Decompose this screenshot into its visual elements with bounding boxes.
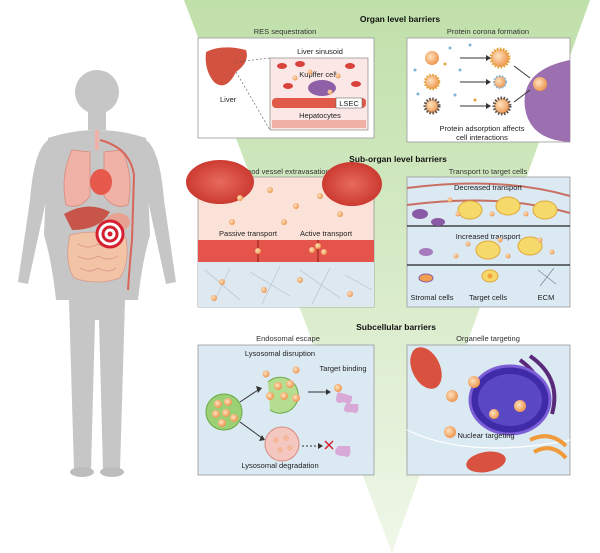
ecm-fibers — [204, 265, 373, 305]
target-bullseye-icon — [95, 219, 125, 249]
stromal-cells-label: Stromal cells — [411, 293, 454, 302]
liver-sinusoid-label: Liver sinusoid — [297, 47, 343, 56]
lysosomal-degradation-label: Lysosomal degradation — [241, 461, 318, 470]
sinusoid-rbcs — [277, 61, 361, 89]
increased-transport-label: Increased transport — [456, 232, 522, 241]
target-panel-nanoparticles — [447, 197, 555, 259]
mitochondrion-bottom — [466, 451, 506, 473]
transport-target-cells-panel: Transport to target cells Decreased tran… — [406, 167, 571, 308]
target-binding-label: Target binding — [319, 364, 366, 373]
lsec-label: LSEC — [339, 99, 359, 108]
suborgan-level-title: Sub-organ level barriers — [349, 154, 447, 164]
decreased-transport-label: Decreased transport — [454, 183, 523, 192]
ecm-label: ECM — [538, 293, 555, 302]
target-cells-label: Target cells — [469, 293, 507, 302]
disrupted-lysosome — [262, 366, 300, 414]
organelle-nanoparticles — [444, 376, 526, 438]
corona-panel-title: Protein corona formation — [447, 27, 529, 36]
blood-vessel-extravasation-panel: Blood vessel extravasation Passive trans… — [186, 160, 382, 308]
degraded-lysosome — [264, 426, 300, 462]
free-proteins — [413, 43, 477, 102]
endosomal-panel-title: Endosomal escape — [256, 334, 320, 343]
nuclear-targeting-label: Nuclear targeting — [457, 431, 514, 440]
target-receptors — [334, 384, 359, 457]
golgi-apparatus — [529, 434, 568, 460]
liver-icon — [205, 47, 247, 86]
endosomal-arrows — [239, 386, 331, 449]
vessel-nanoparticles — [211, 187, 353, 301]
passive-transport-label: Passive transport — [219, 229, 278, 238]
cross-mark-icon — [324, 440, 334, 450]
endothelium-layer — [198, 240, 374, 262]
hepatocytes-label: Hepatocytes — [299, 111, 341, 120]
mitochondrion-top — [410, 347, 442, 389]
lysosomal-disruption-label: Lysosomal disruption — [245, 349, 315, 358]
organ-level-title: Organ level barriers — [360, 14, 441, 24]
legend-ecm-icon — [537, 267, 557, 287]
res-panel-title: RES sequestration — [254, 27, 317, 36]
liver-label: Liver — [220, 95, 237, 104]
subcellular-level-title: Subcellular barriers — [356, 322, 436, 332]
legend-target-cell-icon — [481, 269, 499, 283]
endosome-with-nanoparticles — [205, 393, 243, 431]
target-panel-title: Transport to target cells — [449, 167, 528, 176]
corona-caption-line1: Protein adsorption affects — [440, 124, 525, 133]
corona-arrows — [460, 55, 531, 109]
organelle-targeting-panel: Organelle targeting Nuclear targeting — [406, 334, 571, 476]
res-sequestration-panel: RES sequestration Liver Liver sinusoid K… — [197, 27, 375, 139]
res-nanoparticles — [292, 69, 341, 95]
kupffer-cell-label: Kupffer cell — [299, 70, 337, 79]
organelle-panel-title: Organelle targeting — [456, 334, 520, 343]
endosomal-escape-panel: Endosomal escape Lysosomal disruption Ta… — [197, 334, 375, 476]
protein-corona-panel: Protein corona formation Protein adsorpt… — [406, 27, 571, 143]
vessel-panel-title: Blood vessel extravasation — [240, 167, 329, 176]
target-tumor-cells — [457, 196, 558, 260]
corona-caption-line2: cell interactions — [456, 133, 508, 142]
active-transport-label: Active transport — [300, 229, 353, 238]
stromal-cells-cluster — [412, 209, 445, 256]
legend-stromal-icon — [418, 273, 434, 283]
